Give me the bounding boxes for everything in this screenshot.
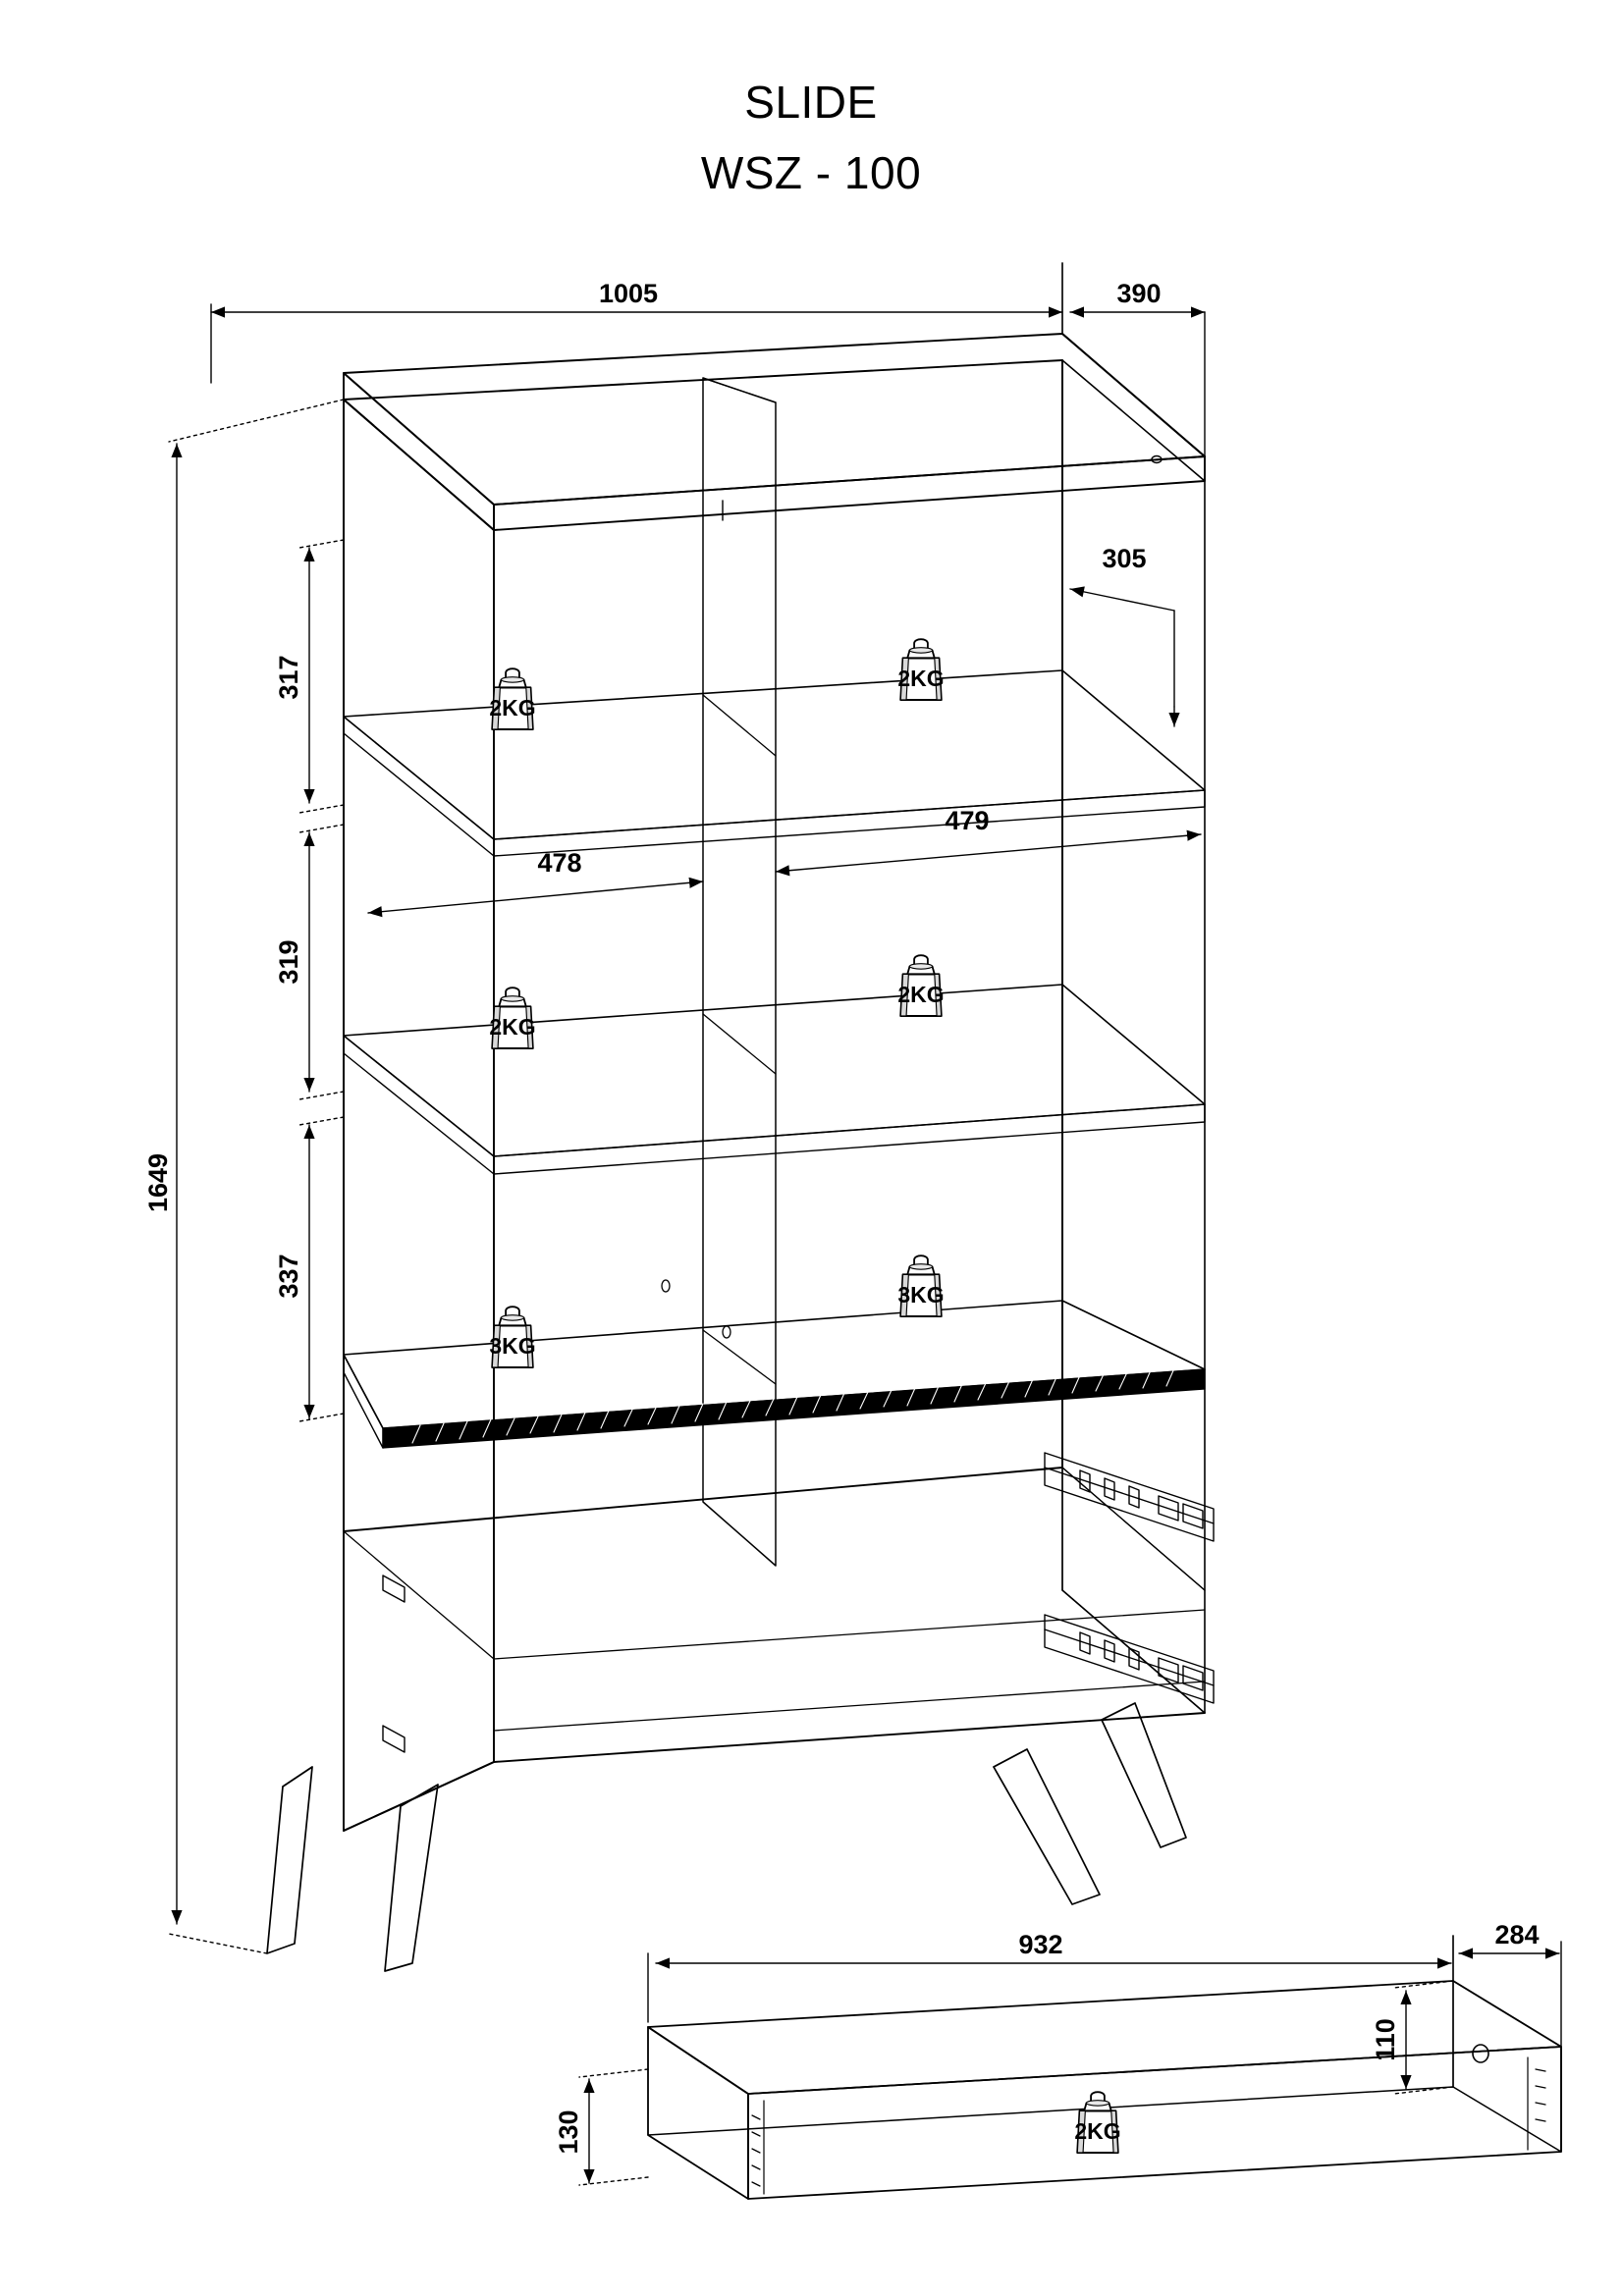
dimension-932: 932 (647, 1930, 1454, 2023)
dimension-319: 319 (274, 824, 345, 1100)
cabinet-bottom-front (493, 1712, 1206, 1763)
dimension-305: 305 (1069, 544, 1180, 727)
weight-icon-mid-left: 2KG (489, 987, 536, 1050)
dimension-478: 478 (367, 848, 704, 918)
dimension-label-319: 319 (274, 939, 303, 984)
center-divider-top (702, 377, 777, 403)
weight-label-bottom-left: 3KG (489, 1333, 535, 1359)
shelf-middle-edge (493, 1103, 1206, 1175)
dimension-label-110: 110 (1371, 2018, 1400, 2061)
weight-icon-top-right: 2KG (897, 638, 945, 702)
leg-rear-right (993, 1748, 1101, 1905)
cabinet-top-left-edge (343, 372, 495, 531)
dimension-317: 317 (274, 539, 345, 814)
weight-label-mid-right: 2KG (897, 982, 944, 1007)
weight-label-top-left: 2KG (489, 695, 535, 721)
drawer-front-face (747, 2046, 1562, 2200)
led-strip-hatch (411, 1367, 1175, 1444)
drawer-top-opening (647, 1980, 1562, 2095)
dimension-width-1005: 1005 (210, 262, 1063, 384)
dimension-label-479: 479 (945, 806, 989, 835)
shelf-middle (343, 984, 1206, 1157)
shelf-top-edge (493, 789, 1206, 857)
cabinet-base-left-diag (343, 1530, 495, 1660)
leg-front-left-2 (384, 1784, 439, 1972)
hole-mid-left-2 (722, 1325, 731, 1339)
dimension-height-1649: 1649 (143, 399, 345, 1954)
dimension-label-130: 130 (554, 2109, 583, 2154)
weight-icon-mid-right: 2KG (897, 954, 945, 1018)
drawer-dowel-marks (751, 2056, 1546, 2195)
dimension-label-1649: 1649 (143, 1153, 173, 1212)
weight-label-top-right: 2KG (897, 666, 944, 691)
cabinet-base-top-line (493, 1681, 1206, 1732)
hole-mid-left (661, 1279, 671, 1293)
dimension-label-317: 317 (274, 655, 303, 699)
shelf-bottom-left-edge (343, 1354, 384, 1449)
weight-icon-drawer: 2KG (1074, 2091, 1121, 2155)
cabinet-top-front-edge (493, 455, 1206, 531)
weight-label-bottom-right: 3KG (897, 1282, 944, 1308)
dimension-label-337: 337 (274, 1254, 303, 1298)
drawer-runner-lower (1044, 1614, 1215, 1704)
drawer-back-bottom (647, 2086, 1454, 2136)
drawer-left-side (647, 2026, 749, 2200)
shelf-top-left-edge (343, 716, 495, 857)
drawer-runner-upper (1044, 1452, 1215, 1542)
dimension-110: 110 (1371, 1980, 1454, 2095)
center-divider-panel (702, 377, 777, 1567)
cabinet-top-right-edge (1061, 333, 1206, 457)
dimension-label-305: 305 (1102, 544, 1146, 573)
leg-front-right (1101, 1702, 1187, 1848)
weight-icon-bottom-right: 3KG (897, 1255, 945, 1318)
weight-label-drawer: 2KG (1074, 2118, 1120, 2144)
cabinet-top-panel (343, 333, 1206, 506)
hole-top-right (1151, 454, 1163, 464)
weight-icon-top-left: 2KG (489, 667, 536, 731)
dimension-337: 337 (274, 1116, 345, 1422)
drawer-hole (1472, 2044, 1489, 2063)
shelf-top-divider-cross (702, 694, 777, 757)
weight-icon-bottom-left: 3KG (489, 1306, 536, 1369)
weight-label-mid-left: 2KG (489, 1014, 535, 1040)
dimension-depth-390: 390 (1061, 262, 1206, 457)
dimension-label-1005: 1005 (599, 279, 658, 308)
shelf-middle-divider-cross (702, 1013, 777, 1075)
dimension-130: 130 (554, 2068, 649, 2186)
dimension-label-478: 478 (537, 848, 581, 878)
leg-front-left (266, 1766, 313, 1954)
title-line-1: SLIDE (744, 77, 877, 128)
shelf-middle-left-edge (343, 1035, 495, 1175)
dimension-479: 479 (775, 806, 1202, 877)
drawer-right-side (1452, 1980, 1562, 2153)
dimension-284: 284 (1452, 1920, 1562, 2048)
led-strip-front (382, 1368, 1206, 1449)
shelf-bottom-divider-cross (702, 1329, 777, 1385)
cabinet-base-right-diag (1061, 1467, 1206, 1591)
hinge-marks (382, 1575, 406, 1753)
dimension-label-284: 284 (1494, 1920, 1539, 1949)
dimension-label-390: 390 (1116, 279, 1161, 308)
cabinet-left-side-panel (343, 399, 495, 1832)
title-line-2: WSZ - 100 (701, 147, 921, 198)
cabinet-base-inner-front (493, 1609, 1206, 1660)
dimension-label-932: 932 (1018, 1930, 1062, 1959)
